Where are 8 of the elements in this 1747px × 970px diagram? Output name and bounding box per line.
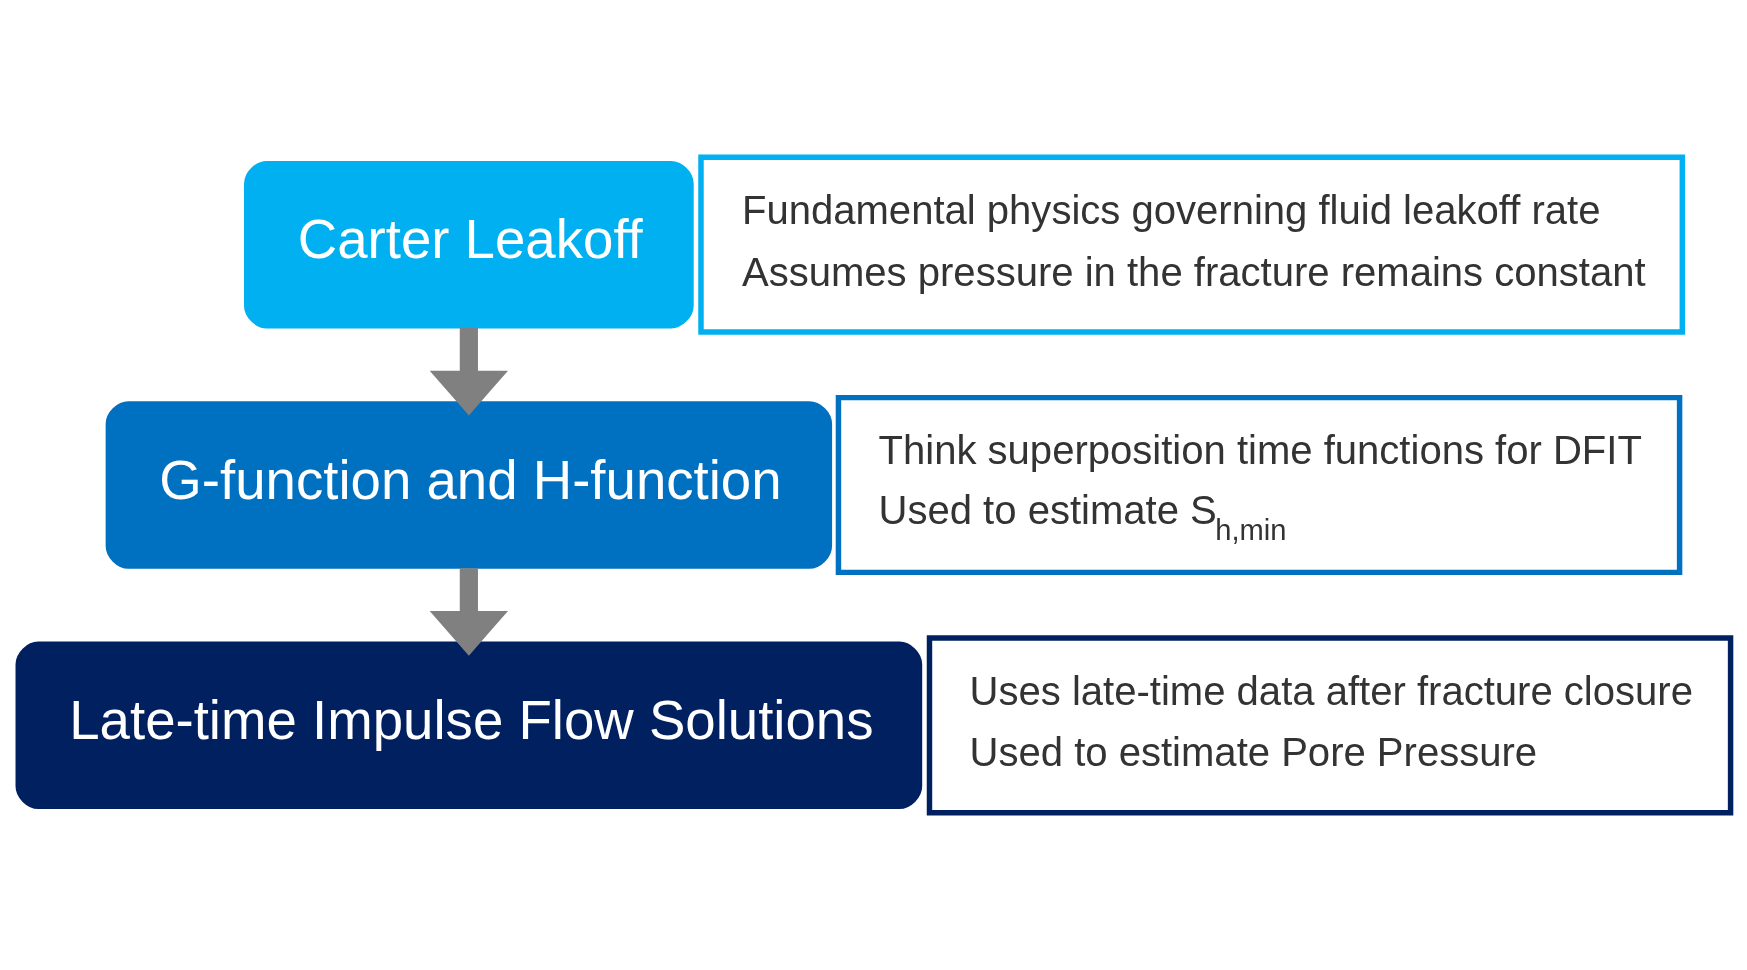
arrow xyxy=(429,327,509,416)
node-box: G-function and H-function xyxy=(105,401,833,569)
arrow xyxy=(429,568,509,656)
node-box: Carter Leakoff xyxy=(244,160,694,329)
node-box: Late-time Impulse Flow Solutions xyxy=(15,641,923,810)
node-box: Think superposition time functions for DFIT Used to estimate S$_{h,min}$ xyxy=(835,394,1683,576)
node-box: Uses late-time data after fracture closure Used to estimate Pore Pressure xyxy=(926,635,1734,816)
node-box: Fundamental physics governing fluid leakoff rate Assumes pressure in the fracture remains constant xyxy=(698,154,1686,335)
